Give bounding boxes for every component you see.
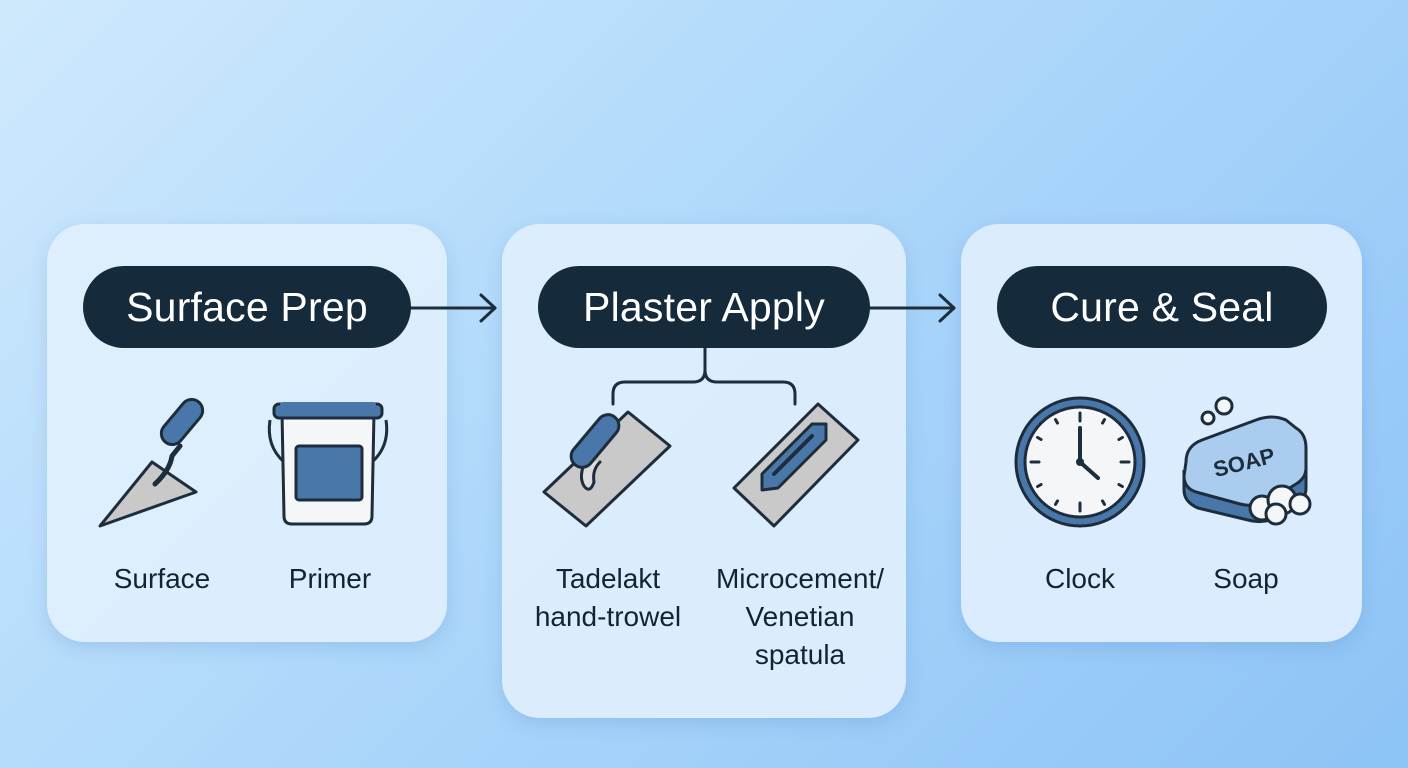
item-label-soap: Soap xyxy=(1186,560,1306,598)
item-label-line: spatula xyxy=(754,639,846,670)
paint-bucket-icon xyxy=(267,402,389,526)
item-label-line: Tadelakt xyxy=(555,563,661,594)
spatula-float-icon xyxy=(732,402,860,528)
arrow-prep-to-apply xyxy=(409,293,497,323)
stage-title-surface-prep: Surface Prep xyxy=(83,266,411,348)
item-label-line: hand-trowel xyxy=(534,601,682,632)
stage-title-cure-seal: Cure & Seal xyxy=(997,266,1327,348)
branch-bracket xyxy=(611,346,797,406)
soap-icon xyxy=(1182,396,1312,526)
item-label-microcement: Microcement/ Venetian spatula xyxy=(700,560,900,674)
item-label-line: Venetian xyxy=(745,601,855,632)
trowel-icon xyxy=(98,398,205,528)
item-label-primer: Primer xyxy=(262,560,398,598)
hand-trowel-icon xyxy=(542,410,672,528)
item-label-line: Surface xyxy=(113,563,211,594)
item-label-tadelakt: Tadelakt hand-trowel xyxy=(522,560,694,636)
clock-icon xyxy=(1014,396,1146,528)
item-label-line: Primer xyxy=(288,563,372,594)
item-label-line: Clock xyxy=(1044,563,1115,594)
arrow-apply-to-cure xyxy=(868,293,956,323)
item-label-surface: Surface xyxy=(92,560,232,598)
item-label-line: Microcement/ xyxy=(715,563,885,594)
stage-title-plaster-apply: Plaster Apply xyxy=(538,266,870,348)
item-label-clock: Clock xyxy=(1020,560,1140,598)
item-label-line: Soap xyxy=(1213,563,1279,594)
